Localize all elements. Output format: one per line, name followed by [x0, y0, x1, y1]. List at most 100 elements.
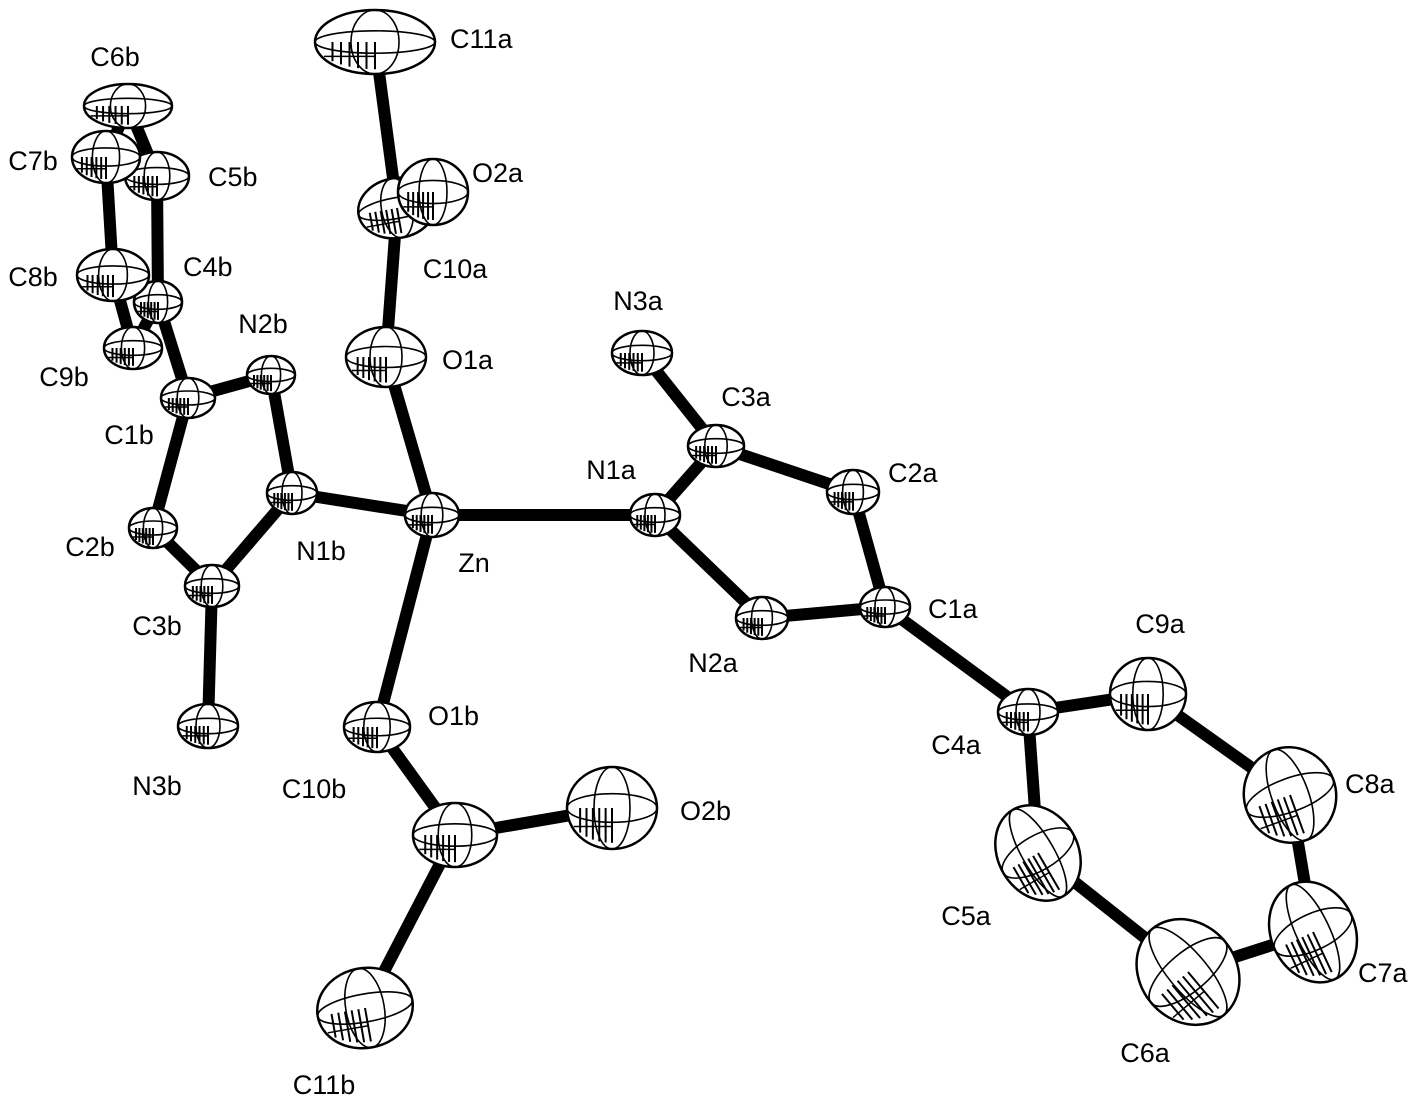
- atom-label-C11b: C11b: [293, 1070, 356, 1098]
- atom-label-C1a: C1a: [928, 594, 979, 624]
- atom-label-C2b: C2b: [65, 532, 115, 562]
- atom-N2b: [245, 354, 297, 396]
- octant-shading: [1258, 794, 1305, 837]
- atom-C4a: [996, 687, 1060, 737]
- atom-C5a: [994, 804, 1082, 902]
- atom-O2a: [396, 157, 470, 227]
- atom-C7b: [70, 129, 142, 185]
- atom-C3a: [686, 423, 746, 469]
- bond-C1b-C2b: [147, 396, 194, 530]
- atom-label-C3a: C3a: [721, 382, 772, 412]
- atom-label-N1b: N1b: [296, 536, 346, 566]
- octant-shading: [352, 357, 387, 383]
- atom-C8a: [1242, 745, 1338, 845]
- atom-label-O1b: O1b: [428, 701, 479, 731]
- atom-label-O2b: O2b: [680, 796, 731, 826]
- atom-C3b: [183, 563, 241, 609]
- octant-shading: [108, 348, 134, 366]
- atom-C7a: [1267, 880, 1359, 984]
- bond-C1a-C4a: [881, 602, 1032, 717]
- octant-shading: [82, 275, 114, 298]
- octant-shading: [90, 106, 129, 125]
- octant-shading: [633, 515, 656, 533]
- atom-label-C4a: C4a: [931, 730, 982, 760]
- atom-C1a: [858, 585, 912, 629]
- octant-shading: [692, 446, 717, 464]
- atom-C4b: [132, 279, 184, 325]
- octant-shading: [573, 808, 613, 843]
- atom-C8b: [75, 247, 151, 303]
- bond-N2a-N1a: [650, 510, 767, 623]
- octant-shading: [739, 618, 763, 636]
- octant-shading: [1115, 694, 1149, 725]
- atom-O1b: [342, 700, 412, 754]
- atom-C2a: [825, 468, 881, 516]
- bond-C3b-N3b: [202, 585, 218, 727]
- atom-C2b: [127, 506, 179, 550]
- atom-label-C5b: C5b: [208, 162, 258, 192]
- atom-N1a: [628, 492, 682, 538]
- octant-shading: [270, 493, 293, 511]
- octant-shading: [324, 42, 376, 70]
- octant-shading: [137, 302, 159, 320]
- octant-shading: [1161, 971, 1220, 1021]
- labels-group: ZnO1aC10aO2aC11aO1bC10bO2bC11bN1aN2aN3aC…: [8, 24, 1409, 1100]
- atom-label-N2a: N2a: [688, 648, 739, 678]
- octant-shading: [409, 515, 433, 534]
- atom-label-C1b: C1b: [104, 420, 154, 450]
- atom-label-C5a: C5a: [941, 901, 992, 931]
- atom-C10b: [411, 801, 499, 869]
- octant-shading: [327, 1007, 372, 1043]
- atom-C1b: [159, 376, 217, 420]
- octant-shading: [129, 176, 158, 197]
- octant-shading: [1285, 931, 1333, 977]
- bond-Zn-O1b: [371, 513, 438, 729]
- octant-shading: [830, 492, 854, 511]
- atoms-group: [70, 8, 1359, 1050]
- atom-C5b: [123, 150, 191, 202]
- atom-label-C6a: C6a: [1120, 1038, 1171, 1068]
- atom-label-N3b: N3b: [132, 771, 182, 801]
- atom-label-C10b: C10b: [282, 774, 347, 804]
- atom-label-C4b: C4b: [183, 252, 233, 282]
- atom-N3b: [176, 702, 240, 750]
- atom-label-C9a: C9a: [1135, 609, 1186, 639]
- atom-Zn: [403, 491, 461, 539]
- atom-label-C10a: C10a: [423, 254, 489, 284]
- atom-C6a: [1135, 917, 1241, 1027]
- octant-shading: [250, 375, 272, 392]
- atom-C11a: [313, 8, 437, 76]
- octant-shading: [366, 207, 403, 235]
- octant-shading: [182, 726, 209, 745]
- atom-label-C9b: C9b: [39, 362, 89, 392]
- atom-label-C8b: C8b: [8, 262, 58, 292]
- atom-label-C8a: C8a: [1345, 769, 1396, 799]
- bonds-group: [100, 41, 1319, 1011]
- octant-shading: [132, 528, 154, 545]
- atom-label-O2a: O2a: [472, 158, 524, 188]
- atom-O1a: [344, 325, 428, 389]
- atom-label-N1a: N1a: [586, 455, 637, 485]
- atom-label-C6b: C6b: [90, 42, 140, 72]
- atom-label-C2a: C2a: [888, 458, 939, 488]
- atom-label-C11a: C11a: [450, 24, 514, 54]
- atom-C9b: [102, 325, 164, 371]
- atom-O2b: [565, 765, 659, 851]
- atom-N3a: [610, 329, 674, 377]
- atom-label-C7a: C7a: [1358, 958, 1409, 988]
- octant-shading: [1002, 712, 1029, 732]
- octant-shading: [165, 398, 189, 415]
- atom-C9a: [1108, 656, 1188, 732]
- atom-label-Zn: Zn: [458, 548, 490, 578]
- octant-shading: [189, 586, 213, 604]
- atom-N2a: [734, 595, 790, 641]
- atom-C11b: [315, 966, 415, 1050]
- octant-shading: [863, 607, 886, 624]
- atom-label-O1a: O1a: [442, 345, 494, 375]
- atom-label-N2b: N2b: [238, 309, 288, 339]
- octant-shading: [77, 157, 107, 180]
- octant-shading: [403, 192, 434, 221]
- atom-C6b: [82, 82, 174, 130]
